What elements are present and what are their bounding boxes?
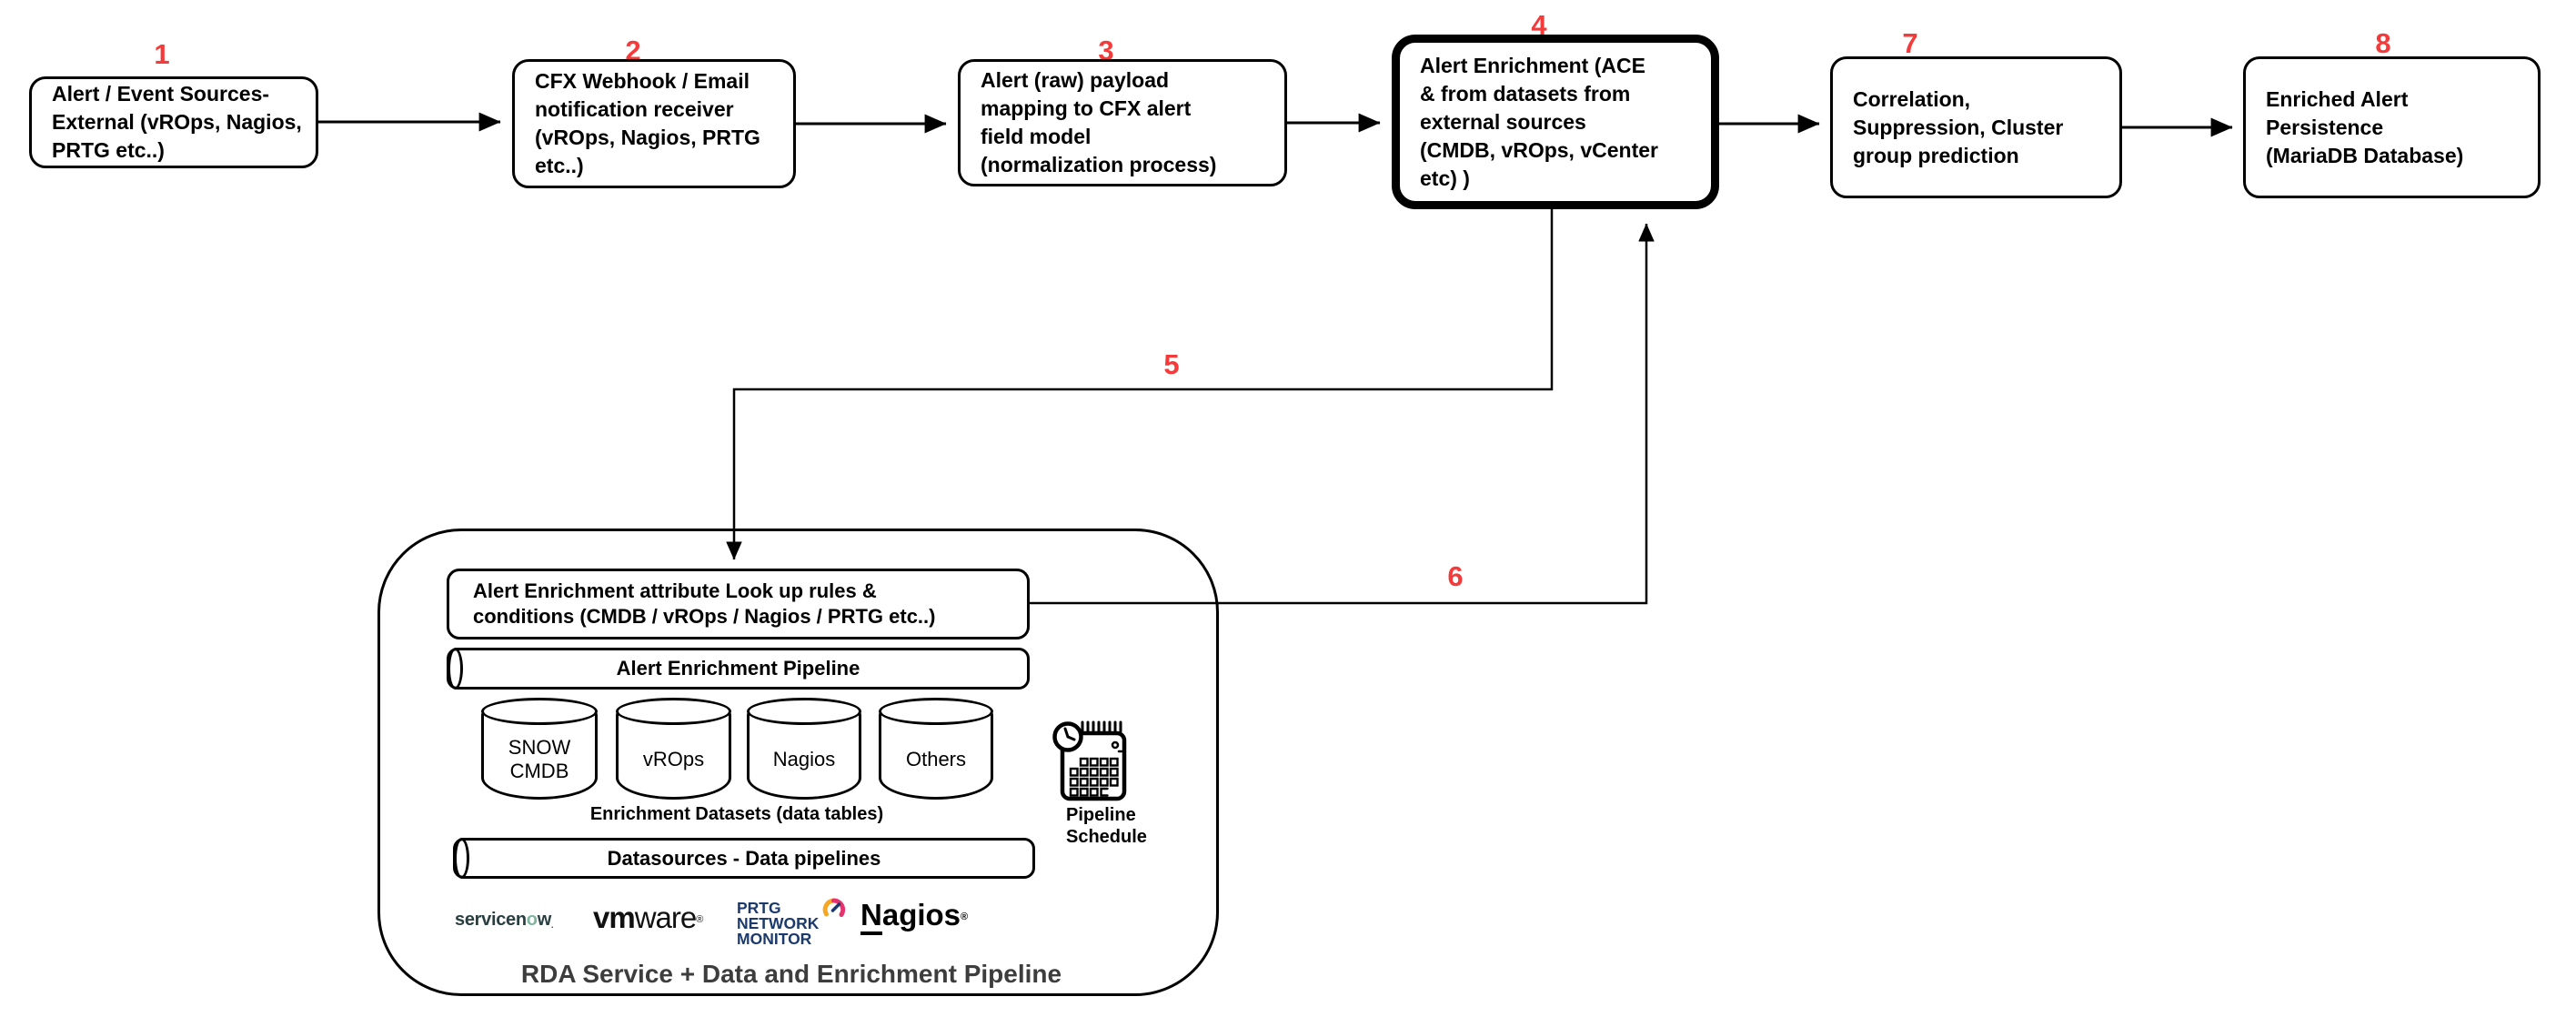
servicenow-logo-text-end: w — [537, 910, 552, 930]
dataset-cylinder-nagios-label: Nagios — [772, 748, 836, 770]
enrichment-datasets-caption: Enrichment Datasets (data tables) — [589, 804, 884, 824]
node-enriched-alert-persistence: Enriched Alert Persistence (MariaDB Data… — [2243, 56, 2541, 198]
node-cfx-webhook-receiver: CFX Webhook / Email notification receive… — [512, 59, 796, 188]
step-number-4: 4 — [1531, 9, 1547, 41]
vmware-logo-ware: ware — [634, 901, 698, 934]
pipe-end-cap — [454, 838, 469, 879]
cylinder-top — [747, 698, 861, 725]
cylinder-body — [481, 711, 598, 800]
node-payload-mapping-label: Alert (raw) payload mapping to CFX alert… — [981, 68, 1217, 176]
dataset-cylinder-others: Others — [879, 698, 993, 800]
step-number-5: 5 — [1163, 348, 1180, 380]
step-number-7: 7 — [1902, 27, 1918, 59]
node-enriched-alert-persistence-label: Enriched Alert Persistence (MariaDB Data… — [2266, 86, 2464, 167]
step-number-6: 6 — [1447, 560, 1464, 592]
cylinder-body — [747, 711, 861, 800]
cylinder-top — [879, 698, 993, 725]
dataset-cylinder-vrops-label: vROps — [642, 748, 705, 770]
cylinder-body — [879, 711, 993, 800]
vmware-logo-vm: vm — [593, 901, 636, 934]
servicenow-o-glyph: o — [526, 910, 538, 930]
dataset-cylinder-snow-cmdb: SNOW CMDB — [481, 698, 598, 800]
dataset-cylinder-vrops: vROps — [616, 698, 731, 800]
servicenow-logo-text: servicen — [455, 910, 527, 930]
dataset-cylinder-snow-cmdb-label: SNOW CMDB — [508, 736, 571, 782]
step-number-1: 1 — [154, 38, 170, 70]
nagios-logo-initial: N — [860, 899, 882, 935]
dataset-cylinder-others-label: Others — [905, 748, 967, 770]
step-number-2: 2 — [625, 35, 641, 66]
cylinder-top — [481, 698, 598, 725]
dataset-cylinder-nagios: Nagios — [747, 698, 861, 800]
datasources-pipeline-pipe: Datasources - Data pipelines — [453, 838, 1035, 879]
servicenow-trademark: . — [550, 921, 554, 930]
node-alert-event-sources-label: Alert / Event Sources- External (vROps, … — [52, 82, 302, 162]
arrow-enrichment-to-lookup-rules — [726, 206, 1554, 560]
pipeline-schedule-calendar-icon — [1052, 719, 1135, 809]
lookup-rules-box: Alert Enrichment attribute Look up rules… — [447, 569, 1030, 639]
prtg-logo-text: PRTG NETWORK MONITOR — [737, 899, 820, 948]
rda-container-title: RDA Service + Data and Enrichment Pipeli… — [520, 960, 1062, 988]
cylinder-top — [616, 698, 731, 725]
lookup-rules-label: Alert Enrichment attribute Look up rules… — [473, 579, 936, 628]
step-number-8: 8 — [2375, 27, 2391, 59]
pipe-end-cap — [448, 648, 463, 690]
prtg-gauge-icon — [823, 898, 846, 917]
nagios-logo-text: agios — [881, 898, 961, 931]
node-correlation-suppression: Correlation, Suppression, Cluster group … — [1830, 56, 2122, 198]
node-alert-enrichment-label: Alert Enrichment (ACE & from datasets fr… — [1420, 53, 1658, 190]
node-correlation-suppression-label: Correlation, Suppression, Cluster group … — [1853, 86, 2064, 167]
vmware-registered-mark: ® — [696, 914, 704, 925]
pipeline-schedule-label: Pipeline Schedule — [1066, 805, 1147, 847]
node-alert-enrichment: Alert Enrichment (ACE & from datasets fr… — [1392, 35, 1719, 209]
step-number-3: 3 — [1098, 35, 1114, 66]
cylinder-body — [616, 711, 731, 800]
node-cfx-webhook-receiver-label: CFX Webhook / Email notification receive… — [535, 69, 760, 177]
prtg-network-monitor-logo: PRTG NETWORK MONITOR — [737, 898, 846, 948]
nagios-registered-mark: ® — [961, 911, 969, 922]
alert-enrichment-pipeline-pipe: Alert Enrichment Pipeline — [447, 648, 1030, 690]
datasources-pipeline-label: Datasources - Data pipelines — [607, 846, 881, 870]
node-payload-mapping: Alert (raw) payload mapping to CFX alert… — [958, 59, 1287, 186]
alert-enrichment-pipeline-label: Alert Enrichment Pipeline — [616, 657, 860, 680]
node-alert-event-sources: Alert / Event Sources- External (vROps, … — [29, 76, 318, 168]
